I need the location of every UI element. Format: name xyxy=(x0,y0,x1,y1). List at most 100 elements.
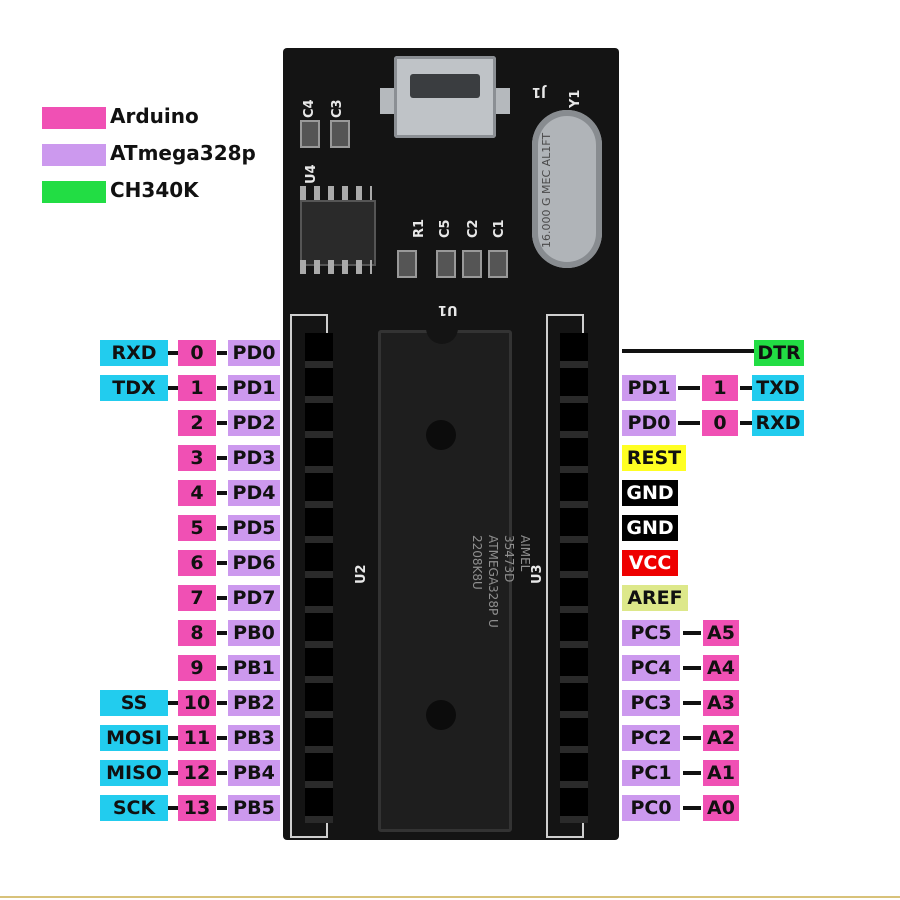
pin-power-label: AREF xyxy=(622,585,688,611)
ch340-chip xyxy=(300,200,376,266)
connector-dash xyxy=(678,421,700,425)
pin-port-label: PB3 xyxy=(228,725,280,751)
mcu-line-2: ATMEGA328P U xyxy=(486,535,500,628)
connector-dash xyxy=(683,806,701,810)
capacitor-c4 xyxy=(300,120,320,148)
mcu-line-3: 2208K8U xyxy=(470,535,484,590)
connector-dash xyxy=(217,456,227,460)
pin-alt-label: TDX xyxy=(100,375,168,401)
connector-dash xyxy=(168,701,178,705)
connector-dash xyxy=(217,736,227,740)
pin-arduino-label: 5 xyxy=(178,515,216,541)
connector-dash xyxy=(217,701,227,705)
pin-port-label: PC5 xyxy=(622,620,680,646)
connector-dash xyxy=(217,491,227,495)
connector-dash xyxy=(217,351,227,355)
pin-arduino-label: 6 xyxy=(178,550,216,576)
connector-dash xyxy=(683,666,701,670)
connector-dash xyxy=(217,421,227,425)
ch340-pins-bottom xyxy=(300,260,372,274)
pin-arduino-label: A4 xyxy=(703,655,739,681)
pin-arduino-label: A0 xyxy=(703,795,739,821)
pin-power-label: GND xyxy=(622,515,678,541)
ch340-pins-top xyxy=(300,186,372,200)
pin-port-label: PD4 xyxy=(228,480,280,506)
silk-u2: U2 xyxy=(354,564,369,584)
connector-dash xyxy=(740,421,752,425)
pin-alt-label: MISO xyxy=(100,760,168,786)
connector-dash xyxy=(683,631,701,635)
silk-u4: U4 xyxy=(304,164,319,184)
header-u2-pins xyxy=(305,333,333,823)
pin-alt-label: RXD xyxy=(100,340,168,366)
pin-port-label: PC2 xyxy=(622,725,680,751)
silk-c1: C1 xyxy=(492,219,507,238)
pin-port-label: PC1 xyxy=(622,760,680,786)
pin-port-label: PB1 xyxy=(228,655,280,681)
pin-arduino-label: 2 xyxy=(178,410,216,436)
capacitor-c1 xyxy=(488,250,508,278)
pin-arduino-label: 9 xyxy=(178,655,216,681)
pin-port-label: PD0 xyxy=(622,410,676,436)
pin-port-label: PB5 xyxy=(228,795,280,821)
legend-label: ATmega328p xyxy=(110,141,256,165)
connector-dash xyxy=(217,526,227,530)
silk-u1: U1 xyxy=(438,302,458,317)
pin-power-label: REST xyxy=(622,445,686,471)
connector-dash xyxy=(683,701,701,705)
pin-arduino-label: 7 xyxy=(178,585,216,611)
capacitor-c2 xyxy=(462,250,482,278)
connector-dash xyxy=(168,806,178,810)
silk-c2: C2 xyxy=(466,219,481,238)
pin-port-label: PD7 xyxy=(228,585,280,611)
header-u3-pins xyxy=(560,333,588,823)
silk-j1: J1 xyxy=(532,84,546,99)
pin-port-label: PC3 xyxy=(622,690,680,716)
legend-swatch xyxy=(42,107,106,129)
connector-dash xyxy=(217,596,227,600)
mcu-line-1: 35473D xyxy=(502,535,516,583)
crystal-oscillator xyxy=(532,110,602,268)
pin-port-label: PD3 xyxy=(228,445,280,471)
connector-dash xyxy=(678,386,700,390)
pin-port-label: PB0 xyxy=(228,620,280,646)
connector-dash xyxy=(217,666,227,670)
connector-dash xyxy=(168,771,178,775)
usb-port-slot xyxy=(410,74,480,98)
resistor-r1 xyxy=(397,250,417,278)
connector-dash xyxy=(168,386,178,390)
silk-c3: C3 xyxy=(330,99,345,118)
legend-swatch xyxy=(42,144,106,166)
pin-arduino-label: 12 xyxy=(178,760,216,786)
connector-dash xyxy=(168,736,178,740)
pin-port-label: PC0 xyxy=(622,795,680,821)
pin-arduino-label: A3 xyxy=(703,690,739,716)
pin-port-label: PD0 xyxy=(228,340,280,366)
pin-arduino-label: 4 xyxy=(178,480,216,506)
pin-arduino-label: A1 xyxy=(703,760,739,786)
capacitor-c3 xyxy=(330,120,350,148)
atmega328p-chip xyxy=(378,330,512,832)
pin-arduino-label: 13 xyxy=(178,795,216,821)
mcu-brand: AIMEL xyxy=(518,535,532,572)
pin-port-label: PD1 xyxy=(622,375,676,401)
connector-dash xyxy=(217,631,227,635)
pin-port-label: PB2 xyxy=(228,690,280,716)
pin-arduino-label: 1 xyxy=(178,375,216,401)
pin-alt-label: MOSI xyxy=(100,725,168,751)
mcu-marking: AIMEL 35473D ATMEGA328P U 2208K8U xyxy=(373,535,533,628)
connector-dash xyxy=(217,561,227,565)
connector-dash xyxy=(217,771,227,775)
pin-arduino-label: 10 xyxy=(178,690,216,716)
silk-y1: Y1 xyxy=(568,89,583,108)
pin-port-label: PD5 xyxy=(228,515,280,541)
silk-c4: C4 xyxy=(302,99,317,118)
dtr-line xyxy=(622,349,754,353)
connector-dash xyxy=(217,806,227,810)
pin-arduino-label: 8 xyxy=(178,620,216,646)
mcu-notch xyxy=(426,328,458,344)
mcu-dimple-top xyxy=(426,420,456,450)
silk-r1: R1 xyxy=(412,218,427,238)
pin-alt-label: SCK xyxy=(100,795,168,821)
pin-port-label: PD6 xyxy=(228,550,280,576)
